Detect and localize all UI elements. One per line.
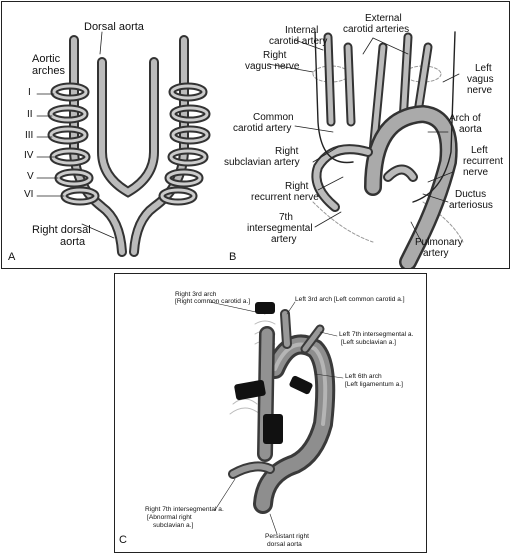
label-right-vagus-line2: vagus nerve (245, 61, 300, 72)
label-arch-v: V (27, 171, 34, 182)
label-internal-carotid-line1: Internal (285, 25, 319, 36)
label-right-recurrent-line1: Right (285, 181, 309, 192)
label-left-7th-line1: Left 7th intersegmental a. (339, 331, 414, 338)
label-persistent-dorsal-aorta-line1: Persistant right (265, 533, 309, 540)
label-ductus-line2: arteriosus (449, 200, 493, 211)
label-arch-of-aorta-line2: aorta (459, 124, 482, 135)
label-left-recurrent-line1: Left (471, 145, 488, 156)
label-arch-iv: IV (24, 150, 34, 161)
label-left-vagus-line1: Left (475, 63, 492, 74)
panel-letter-c: C (119, 534, 127, 546)
3d-aortic-arch-render (209, 301, 344, 535)
label-arch-of-aorta-line1: Arch of (449, 113, 481, 124)
label-external-carotid-line2: carotid arteries (343, 24, 410, 35)
label-left-recurrent-line3: nerve (463, 167, 489, 178)
panel-letter-a: A (8, 251, 16, 263)
label-arch-i: I (28, 87, 31, 98)
panel-b: Internal carotid artery External carotid… (223, 1, 510, 269)
label-internal-carotid-line2: carotid artery (269, 36, 328, 47)
label-ductus-line1: Ductus (455, 189, 487, 200)
label-right-7th-line2: [Abnormal right (147, 514, 192, 521)
label-left-vagus-line2: vagus (467, 74, 494, 85)
label-external-carotid-line1: External (365, 13, 402, 24)
label-common-carotid-line1: Common (253, 112, 294, 123)
label-right-recurrent-line2: recurrent nerve (251, 192, 319, 203)
label-arch-vi: VI (24, 189, 34, 200)
label-right-3rd-arch-line1: Right 3rd arch (175, 291, 217, 298)
label-left-vagus-line3: nerve (467, 85, 493, 96)
label-right-subclavian-line2: subclavian artery (224, 157, 300, 168)
label-persistent-dorsal-aorta-line2: dorsal aorta (267, 541, 302, 548)
label-right-7th-line1: Right 7th intersegmental a. (145, 506, 224, 513)
aortic-arches-diagram (36, 31, 211, 257)
label-left-6th-line2: [Left ligamentum a.] (345, 381, 403, 388)
adult-aortic-derivatives-diagram (267, 31, 464, 268)
label-right-dorsal-aorta-line1: Right dorsal (32, 224, 91, 236)
label-seventh-line2: intersegmental (247, 223, 313, 234)
label-pulmonary-line1: Pulmonary (415, 237, 463, 248)
label-right-7th-line3: subclavian a.] (153, 522, 194, 529)
label-seventh-line1: 7th (279, 212, 293, 223)
label-pulmonary-line2: artery (423, 248, 449, 259)
label-arch-ii: II (27, 109, 33, 120)
label-right-3rd-arch-line2: [Right common carotid a.] (175, 298, 251, 305)
label-right-vagus-line1: Right (263, 50, 287, 61)
panel-letter-b: B (229, 251, 237, 263)
panel-a: Dorsal aorta Aortic arches I II III IV V… (1, 1, 224, 269)
panel-c: Right 3rd arch [Right common carotid a.]… (114, 273, 427, 553)
label-dorsal-aorta: Dorsal aorta (84, 21, 144, 33)
label-aortic-arches-line1: Aortic (32, 53, 61, 65)
label-arch-iii: III (25, 130, 34, 141)
label-seventh-line3: artery (271, 234, 297, 245)
label-aortic-arches-line2: arches (32, 65, 66, 77)
label-right-subclavian-line1: Right (275, 146, 299, 157)
label-left-3rd-arch: Left 3rd arch [Left common carotid a.] (295, 296, 405, 303)
label-left-7th-line2: [Left subclavian a.] (341, 339, 396, 346)
label-left-6th-line1: Left 6th arch (345, 373, 382, 380)
label-left-recurrent-line2: recurrent (463, 156, 504, 167)
label-common-carotid-line2: carotid artery (233, 123, 292, 134)
label-right-dorsal-aorta-line2: aorta (60, 236, 86, 248)
